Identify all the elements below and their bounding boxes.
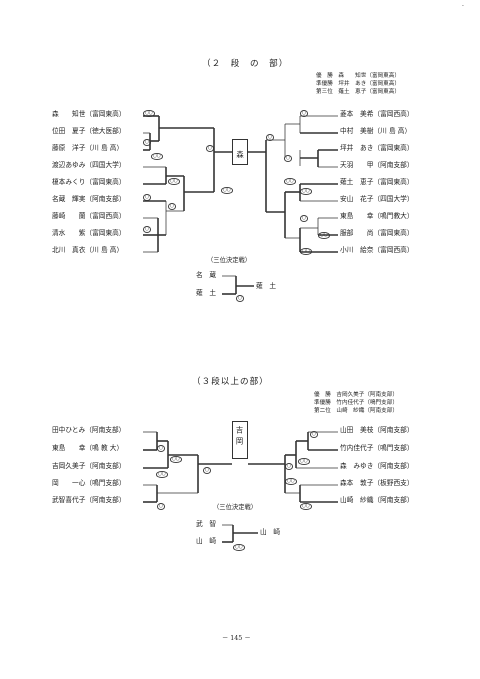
- page-mark: .: [462, 1, 464, 8]
- player-left-2dan: 藤崎 蘭（富岡西高）: [52, 212, 126, 220]
- score-mark: 〇: [157, 503, 165, 510]
- score-mark: 〇: [310, 431, 318, 438]
- third-place-p2-3dan: 山 崎: [196, 537, 217, 545]
- champion-name-3dan: 吉岡: [235, 426, 245, 449]
- player-right-3dan: 森本 敦子（板野西支）: [340, 479, 414, 487]
- player-left-3dan: 武智喜代子（阿南支部）: [52, 496, 126, 504]
- score-mark: 〇: [143, 226, 151, 233]
- result-runnerup-3dan: 準優勝 竹内佳代子（鳴門支部）: [314, 400, 398, 406]
- player-right-2dan: 中村 美樹（川 島 高）: [340, 127, 412, 135]
- score-mark: 〇: [168, 203, 176, 210]
- third-place-p1-2dan: 名 蔵: [196, 271, 217, 279]
- player-left-3dan: 岡 一心（鳴門支部）: [52, 479, 126, 487]
- third-place-label-3dan: （三位決定戦）: [213, 504, 258, 511]
- section-title-3dan: （３段以上の部）: [192, 377, 269, 387]
- player-right-2dan: 東島 幸（鳴門教大）: [340, 212, 414, 220]
- third-place-p1-3dan: 武 智: [196, 520, 217, 528]
- player-right-2dan: 天羽 甲（阿南支部）: [340, 161, 414, 169]
- result-third-2dan: 第三位 薙土 恵子（富岡東高）: [316, 89, 400, 95]
- score-mark: 〇〇: [284, 178, 296, 185]
- player-right-2dan: 服部 尚（富岡東高）: [340, 229, 414, 237]
- score-mark: 〇〇: [221, 187, 233, 194]
- score-mark: 〇: [284, 155, 292, 162]
- score-mark: 〇〇: [168, 178, 180, 185]
- section-title-2dan: （２ 段 の 部）: [202, 59, 289, 69]
- player-left-2dan: 藤原 洋子（川 島 高）: [52, 144, 124, 152]
- third-place-winner-2dan: 薙 土: [256, 282, 277, 290]
- player-left-3dan: 田中ひとみ（阿南支部）: [52, 426, 126, 434]
- score-mark: 〇〇: [300, 503, 312, 510]
- score-mark: 〇: [300, 215, 308, 222]
- third-place-p2-2dan: 薙 土: [196, 289, 217, 297]
- player-right-3dan: 山崎 紗織（阿南支部）: [340, 496, 414, 504]
- result-winner-3dan: 優 勝 吉岡久美子（阿南支部）: [314, 392, 398, 398]
- player-left-2dan: 森 知世（富岡東高）: [52, 110, 126, 118]
- player-right-2dan: 坪井 あき（富岡東高）: [340, 144, 414, 152]
- score-mark: 〇: [143, 194, 151, 201]
- score-mark: 〇〇: [233, 544, 245, 551]
- score-mark: 〇: [236, 295, 244, 302]
- result-winner-2dan: 優 勝 森 知世（富岡東高）: [316, 73, 400, 79]
- score-mark: 〇〇: [151, 153, 163, 160]
- player-left-2dan: 渡辺あゆみ（四国大学）: [52, 161, 126, 169]
- player-left-2dan: 北川 真衣（川 島 高）: [52, 246, 124, 254]
- champion-box-3dan: 吉岡: [232, 421, 248, 459]
- third-place-winner-3dan: 山 崎: [260, 528, 281, 536]
- player-right-2dan: 菱本 美希（富岡西高）: [340, 110, 414, 118]
- score-mark: 〇: [203, 467, 211, 474]
- player-right-2dan: 安山 花子（四国大学）: [340, 195, 414, 203]
- player-left-2dan: 榎本みくり（富岡東高）: [52, 178, 126, 186]
- third-place-label-2dan: （三位決定戦）: [207, 257, 252, 264]
- player-right-3dan: 竹内佳代子（鳴門支部）: [340, 444, 414, 452]
- player-right-2dan: 薙土 恵子（富岡東高）: [340, 178, 414, 186]
- player-right-3dan: 森 みゆき（阿南支部）: [340, 462, 414, 470]
- champion-box-2dan: 森: [232, 139, 248, 165]
- score-mark: 〇〇: [170, 456, 182, 463]
- result-second-3dan: 第二位 山崎 紗織（阿南支部）: [314, 408, 398, 414]
- score-mark: 〇〇: [298, 458, 310, 465]
- player-right-2dan: 小川 絵奈（富岡西高）: [340, 246, 414, 254]
- player-left-2dan: 清水 紫（富岡東高）: [52, 229, 126, 237]
- page-number: － 145 －: [222, 635, 251, 642]
- player-left-3dan: 吉岡久美子（阿南支部）: [52, 462, 126, 470]
- player-right-3dan: 山田 美枝（阿南支部）: [340, 426, 414, 434]
- score-mark: 〇〇: [156, 471, 168, 478]
- result-runnerup-2dan: 準優勝 坪井 あき（富岡東高）: [316, 81, 400, 87]
- player-left-2dan: 名蔵 輝実（阿南支部）: [52, 195, 126, 203]
- player-left-3dan: 東島 幸（鳴 教 大）: [52, 444, 124, 452]
- player-left-2dan: 位田 夏子（徳大医部）: [52, 127, 126, 135]
